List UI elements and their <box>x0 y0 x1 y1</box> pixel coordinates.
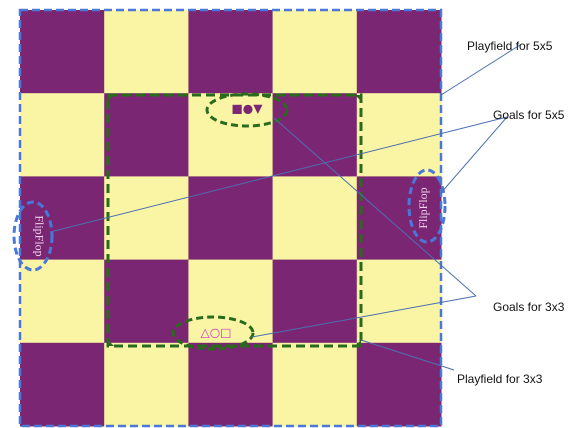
callout-playfield-5x5 <box>440 44 521 96</box>
playfield-3x3-label: Playfield for 3x3 <box>457 372 543 386</box>
board-cell-r2-c3 <box>188 93 274 177</box>
board-cell-r3-c2 <box>104 176 189 261</box>
callout-playfield-3x3 <box>360 339 455 371</box>
board-cell-r3-c1 <box>20 176 105 261</box>
board-cell-r5-c5 <box>356 342 442 427</box>
board-cell-r1-c2 <box>104 10 189 94</box>
goals-5x5-left-ellipse <box>12 200 54 272</box>
flipflop-left-label: FlipFlop <box>32 215 46 256</box>
board-cell-r3-c3 <box>188 176 274 261</box>
board-cell-r1-c5 <box>356 10 442 94</box>
playfield-5x5-outline <box>18 8 443 428</box>
goals-3x3-label: Goals for 3x3 <box>493 300 565 314</box>
board-cell-r1-c4 <box>272 10 358 94</box>
board-cell-r4-c2 <box>104 259 189 344</box>
goal-symbols-top: ■●▼ <box>231 102 263 116</box>
board-cell-r5-c1 <box>20 342 105 427</box>
callout-lines <box>49 44 521 371</box>
board-cell-r2-c5 <box>356 93 442 177</box>
flipflop-right-label: FlipFlop <box>416 187 430 228</box>
board-cell-r4-c1 <box>20 259 105 344</box>
board-cell-r5-c4 <box>272 342 358 427</box>
goals-3x3-bottom-ellipse <box>171 315 255 351</box>
goals-5x5-label: Goals for 5x5 <box>493 108 565 122</box>
board-cell-r2-c2 <box>104 93 189 177</box>
checkerboard <box>20 10 442 427</box>
board-cell-r1-c1 <box>20 10 105 94</box>
callout-goals-3x3-top <box>273 117 477 297</box>
board-cell-r5-c3 <box>188 342 274 427</box>
board-cell-r4-c3 <box>188 259 274 344</box>
goals-3x3-top-ellipse <box>205 92 289 128</box>
callout-goals-5x5-right <box>439 116 508 195</box>
board-cell-r3-c4 <box>272 176 358 261</box>
playfield-5x5-label: Playfield for 5x5 <box>467 39 553 53</box>
goal-symbols-bottom: △○□ <box>200 326 231 340</box>
board-cell-r2-c1 <box>20 93 105 177</box>
board-cell-r5-c2 <box>104 342 189 427</box>
board-cell-r4-c4 <box>272 259 358 344</box>
board-cell-r3-c5 <box>356 176 442 261</box>
callout-goals-5x5-left <box>49 116 508 233</box>
board-cell-r4-c5 <box>356 259 442 344</box>
board-cell-r1-c3 <box>188 10 274 94</box>
callout-goals-3x3-bottom <box>251 295 477 338</box>
goals-5x5-right-ellipse <box>407 168 447 244</box>
